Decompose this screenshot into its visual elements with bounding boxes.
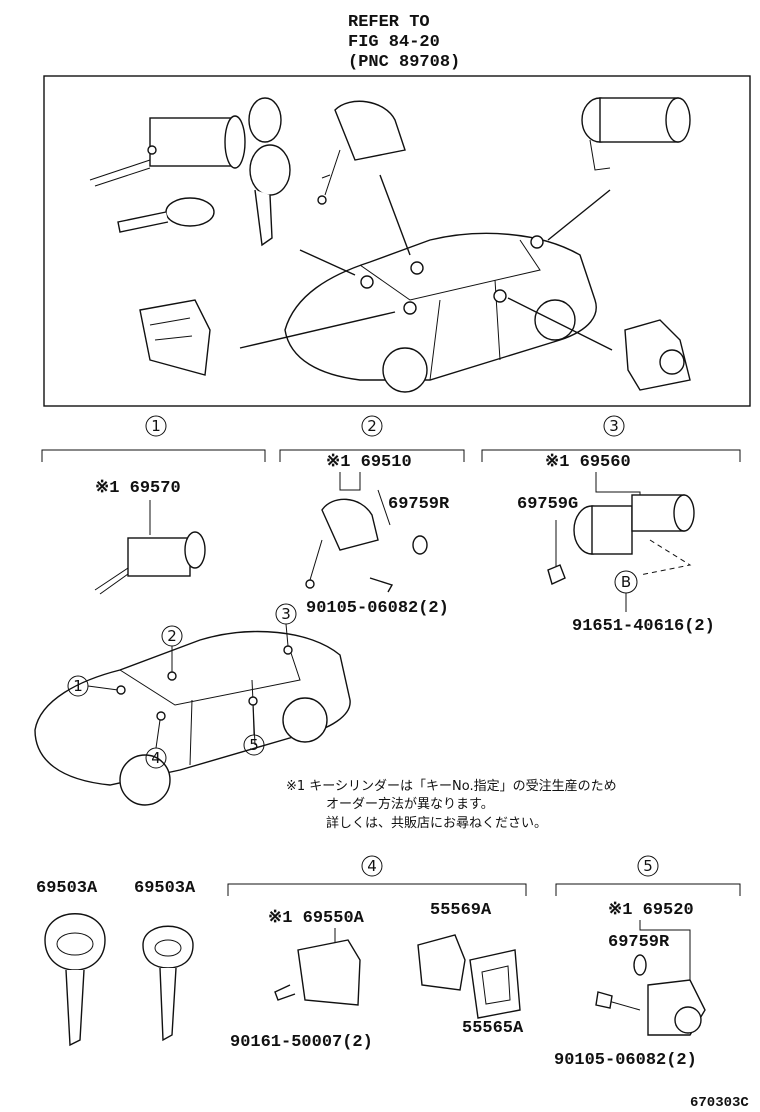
group-5-header: 5 [555,855,741,896]
refer-line-3: (PNC 89708) [348,53,460,72]
overview-door-cylinder [624,319,691,391]
svg-text:2: 2 [167,627,177,645]
overview-keys [117,97,291,247]
ignition-cylinder [94,500,206,595]
svg-text:3: 3 [609,417,619,435]
part-69503A-2: 69503A [134,879,196,898]
door-key-cylinder [595,920,706,1036]
svg-text:1: 1 [151,417,161,435]
svg-text:4: 4 [151,749,161,767]
part-69503A-1: 69503A [36,879,98,898]
part-69510: ※1 69510 [326,453,412,472]
part-69560: ※1 69560 [545,453,631,472]
overview-ignition-cylinder [89,115,246,187]
car-callouts: 1 2 3 4 5 [67,603,297,769]
figure-code: 670303C [690,1095,749,1111]
part-55565A: 55565A [462,1019,524,1038]
group-2-header: 2 [279,415,465,462]
part-90105-06082-door: 90105-06082(2) [306,599,449,618]
overview-arrows [239,174,613,351]
part-91651-40616: 91651-40616(2) [572,617,715,636]
svg-text:5: 5 [249,736,259,754]
door-lock-cylinder [305,472,428,593]
overview-striker [139,299,211,376]
part-55569A: 55569A [430,901,492,920]
part-69759R-door: 69759R [388,495,450,514]
note-line-3: 詳しくは、共販店にお尋ねください。 [326,815,547,831]
group-4-header: 4 [227,855,527,896]
ref-b-label: B [621,573,631,591]
overview-door-lock [317,100,406,205]
part-69759G: 69759G [517,495,578,514]
refer-line-1: REFER TO [348,13,430,32]
key-sub [142,925,194,1042]
overview-car [284,232,597,393]
part-90105-06082-trunk: 90105-06082(2) [554,1051,697,1070]
overview-frame [43,75,751,407]
note-line-1: ※1 キーシリンダーは「キーNo.指定」の受注生産のため [286,778,617,794]
striker-cover [417,934,521,1019]
group-1-header: 1 [41,415,266,462]
note-line-2: オーダー方法が異なります。 [326,796,494,812]
svg-text:3: 3 [281,605,291,623]
refer-line-2: FIG 84-20 [348,33,440,52]
part-69570: ※1 69570 [95,479,181,498]
part-69520: ※1 69520 [608,901,694,920]
back-door-lock [274,928,361,1006]
part-69550A: ※1 69550A [268,909,365,928]
trunk-lock-cylinder: B [547,472,695,612]
part-69759R-trunk: 69759R [608,933,670,952]
svg-text:5: 5 [643,857,653,875]
key-master [44,913,106,1047]
svg-text:4: 4 [367,857,377,875]
svg-text:1: 1 [73,677,83,695]
group-3-header: 3 [481,415,741,462]
overview-trunk-cylinder [581,97,691,171]
svg-text:2: 2 [367,417,377,435]
part-90161-50007: 90161-50007(2) [230,1033,373,1052]
